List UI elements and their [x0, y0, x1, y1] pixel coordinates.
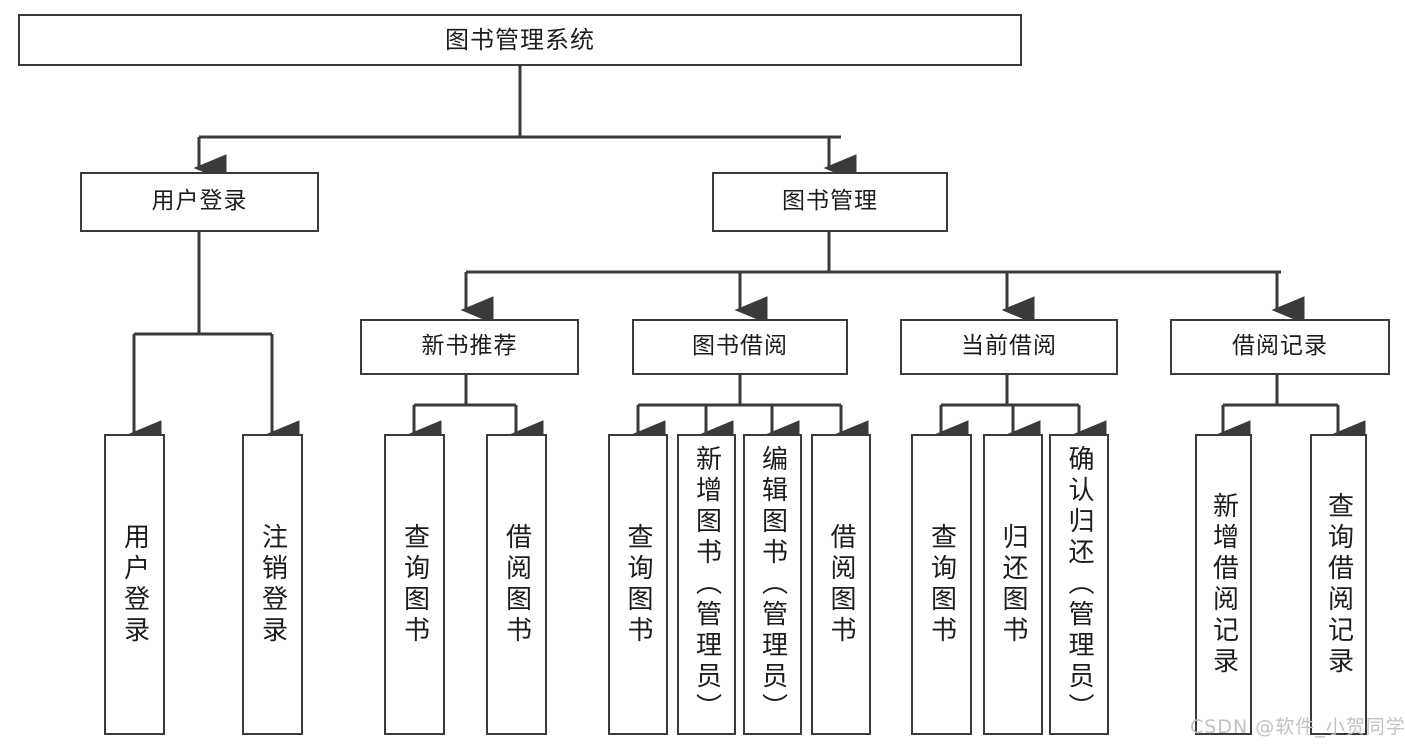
- leaf-borrow-query-book[interactable]: 查询图书: [608, 434, 668, 735]
- node-label: 当前借阅: [961, 333, 1057, 360]
- leaf-borrow-edit-book-admin[interactable]: 编辑图书（管理员）: [743, 434, 802, 735]
- leaf-current-return-book[interactable]: 归还图书: [983, 434, 1043, 735]
- node-label: 查询图书: [926, 522, 957, 647]
- node-borrow-record[interactable]: 借阅记录: [1170, 319, 1390, 375]
- node-label: 查询图书: [623, 522, 653, 647]
- leaf-user-login-logout[interactable]: 注销登录: [242, 434, 303, 735]
- leaf-current-confirm-return-admin[interactable]: 确认归还（管理员）: [1049, 434, 1109, 735]
- node-label: 新增图书（管理员）: [691, 445, 722, 724]
- node-label: 用户登录: [151, 188, 248, 215]
- node-label: 用户登录: [119, 522, 150, 647]
- node-new-book-recommend[interactable]: 新书推荐: [360, 319, 579, 375]
- node-label: 图书管理: [782, 188, 878, 215]
- node-label: 新增借阅记录: [1208, 491, 1239, 678]
- node-label: 编辑图书（管理员）: [757, 445, 788, 724]
- node-book-borrow[interactable]: 图书借阅: [632, 319, 848, 375]
- node-label: 图书管理系统: [445, 25, 595, 54]
- node-book-management[interactable]: 图书管理: [712, 172, 948, 232]
- node-root-system[interactable]: 图书管理系统: [18, 14, 1022, 66]
- leaf-current-query-book[interactable]: 查询图书: [911, 434, 972, 735]
- node-user-login[interactable]: 用户登录: [80, 172, 319, 232]
- leaf-record-add-record[interactable]: 新增借阅记录: [1195, 434, 1252, 735]
- node-label: 归还图书: [998, 522, 1028, 647]
- csdn-watermark: CSDN @软件_小贺同学: [1190, 716, 1405, 738]
- node-label: 查询借阅记录: [1323, 491, 1354, 678]
- leaf-borrow-add-book-admin[interactable]: 新增图书（管理员）: [677, 434, 736, 735]
- node-label: 借阅图书: [826, 522, 856, 647]
- node-label: 查询图书: [399, 522, 430, 647]
- leaf-user-login-login[interactable]: 用户登录: [104, 434, 165, 735]
- node-label: 注销登录: [257, 522, 288, 647]
- leaf-recommend-query-book[interactable]: 查询图书: [384, 434, 445, 735]
- node-label: 借阅图书: [501, 522, 532, 647]
- node-label: 新书推荐: [421, 333, 518, 360]
- node-label: 确认归还（管理员）: [1064, 445, 1094, 724]
- node-label: 借阅记录: [1232, 333, 1328, 360]
- leaf-borrow-borrow-book[interactable]: 借阅图书: [811, 434, 871, 735]
- node-label: 图书借阅: [692, 333, 788, 360]
- node-current-borrow[interactable]: 当前借阅: [900, 319, 1118, 375]
- leaf-recommend-borrow-book[interactable]: 借阅图书: [486, 434, 547, 735]
- leaf-record-query-record[interactable]: 查询借阅记录: [1310, 434, 1367, 735]
